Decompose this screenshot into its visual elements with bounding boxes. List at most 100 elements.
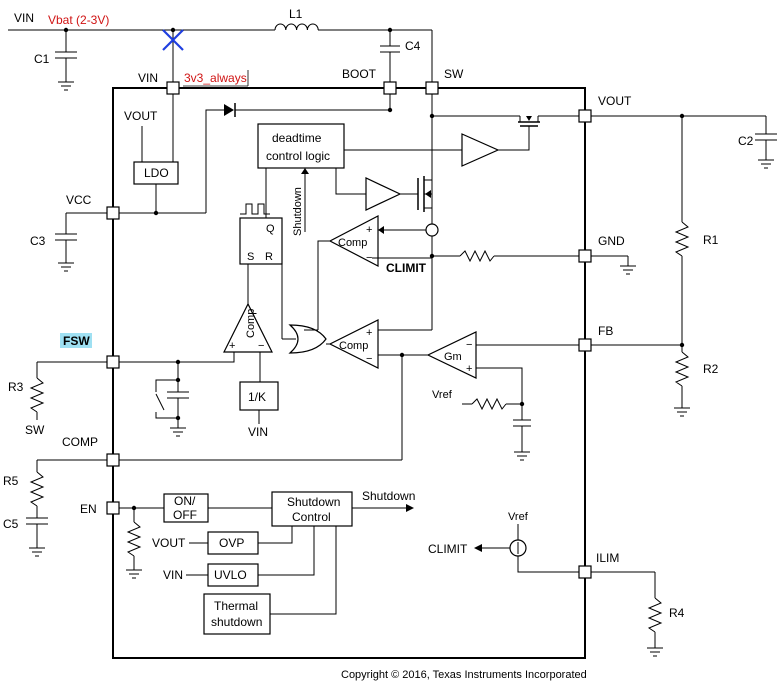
- deadtime-control-block: [257, 123, 345, 169]
- pin-en: [106, 501, 120, 515]
- on-off-block: [163, 493, 209, 523]
- pin-vcc-label: VCC: [66, 193, 92, 207]
- gm-vref-label: Vref: [432, 389, 453, 401]
- pin-vin-label: VIN: [138, 71, 158, 85]
- r3-resistor: [29, 361, 107, 420]
- comparator-current-limit: + −: [328, 215, 379, 267]
- low-side-driver: [365, 177, 418, 211]
- thermal-label-1: Thermal: [214, 599, 258, 613]
- ilim-vref-label: Vref: [508, 511, 529, 523]
- pin-comp: [106, 453, 120, 467]
- svg-text:+: +: [366, 224, 372, 236]
- comp3-label: Comp: [245, 309, 257, 338]
- r4-resistor: [591, 571, 663, 657]
- svg-text:+: +: [366, 327, 372, 339]
- high-side-driver: [402, 133, 510, 167]
- one-over-k-vin-label: VIN: [248, 425, 268, 439]
- thermal-label-2: shutdown: [211, 615, 262, 629]
- r1-label: R1: [703, 233, 719, 247]
- svg-text:+: +: [229, 340, 235, 352]
- clock-pulse-icon: [240, 203, 270, 215]
- pin-boot: [383, 81, 397, 95]
- comp2-label: Comp: [339, 340, 368, 352]
- v3v3-annotation: 3v3_always: [184, 71, 247, 85]
- c4-label: C4: [405, 39, 421, 53]
- vin-input-label: VIN: [14, 11, 34, 25]
- comparator-pwm: + −: [328, 319, 379, 369]
- pin-vcc: [106, 206, 120, 220]
- c2-label: C2: [738, 134, 754, 148]
- on-off-label-2: OFF: [173, 508, 197, 522]
- svg-text:+: +: [466, 363, 472, 375]
- vbat-annotation: Vbat (2-3V): [48, 13, 109, 27]
- ldo-vout-label: VOUT: [124, 109, 158, 123]
- c4-capacitor: [380, 30, 400, 83]
- pin-ilim-label: ILIM: [596, 551, 619, 565]
- pin-fsw-label: FSW: [63, 334, 90, 348]
- pin-boot-label: BOOT: [342, 67, 377, 81]
- pin-vout-label: VOUT: [598, 94, 632, 108]
- shutdown-control-label-2: Control: [292, 510, 331, 524]
- timing-capacitor-switch: [155, 362, 189, 437]
- pin-en-label: EN: [80, 502, 97, 516]
- r4-label: R4: [669, 606, 685, 620]
- pin-sw: [425, 81, 439, 95]
- pin-ilim: [578, 565, 592, 579]
- pin-sw-label: SW: [444, 67, 464, 81]
- gnd-symbol: [591, 255, 636, 275]
- comparator-oscillator: + −: [223, 302, 273, 353]
- r5-label: R5: [3, 474, 19, 488]
- pin-comp-label: COMP: [62, 435, 98, 449]
- comp1-label: Comp: [338, 237, 367, 249]
- r3-sw-label: SW: [25, 423, 45, 437]
- shutdown-control-block: [271, 491, 353, 527]
- fsw-highlight: [60, 333, 92, 348]
- r3-label: R3: [8, 380, 24, 394]
- current-sense-icon: [425, 223, 439, 237]
- c3-capacitor: [55, 212, 107, 272]
- pin-fb: [578, 338, 592, 352]
- svg-text:−: −: [366, 353, 372, 365]
- r5-c5-network: [26, 459, 107, 557]
- latch-r-label: R: [265, 251, 273, 263]
- pin-fsw: [106, 355, 120, 369]
- c5-label: C5: [3, 517, 19, 531]
- pin-vout: [578, 109, 592, 123]
- latch-q-label: Q: [266, 223, 275, 235]
- thermal-shutdown-block: [203, 593, 271, 635]
- svg-text:−: −: [466, 339, 472, 351]
- cut-trace-cross-icon: [162, 29, 184, 51]
- or-gate-icon: [288, 324, 327, 354]
- l1-label: L1: [289, 7, 303, 21]
- svg-text:−: −: [366, 252, 372, 264]
- ilim-climit-label: CLIMIT: [428, 542, 468, 556]
- one-over-k-label: 1/K: [248, 390, 266, 404]
- shutdown-vertical-label: Shutdown: [292, 187, 304, 236]
- c3-label: C3: [30, 234, 46, 248]
- ovp-label: OVP: [219, 536, 244, 550]
- ovp-vout-label: VOUT: [152, 536, 186, 550]
- latch-s-label: S: [247, 251, 254, 263]
- climit-label: CLIMIT: [386, 261, 427, 275]
- vin-rail: [8, 23, 433, 83]
- shutdown-output-label: Shutdown: [362, 489, 415, 503]
- high-side-mosfet-icon: [510, 115, 579, 151]
- pin-gnd-label: GND: [598, 234, 625, 248]
- r2-label: R2: [703, 362, 719, 376]
- boot-diode-icon: [205, 94, 393, 213]
- c1-label: C1: [34, 52, 50, 66]
- deadtime-label-1: deadtime: [272, 131, 322, 145]
- vout-network: [591, 113, 777, 417]
- copyright-text: Copyright © 2016, Texas Instruments Inco…: [341, 669, 587, 681]
- low-side-mosfet-icon: [417, 176, 432, 212]
- ic-package-outline: [112, 87, 586, 659]
- shutdown-control-label-1: Shutdown: [287, 495, 340, 509]
- on-off-label-1: ON/: [174, 494, 196, 508]
- c1-capacitor: [55, 30, 77, 91]
- pin-vin: [166, 81, 180, 95]
- vref-filter-cap: [513, 404, 531, 461]
- pin-gnd: [578, 249, 592, 263]
- pin-fb-label: FB: [598, 324, 613, 338]
